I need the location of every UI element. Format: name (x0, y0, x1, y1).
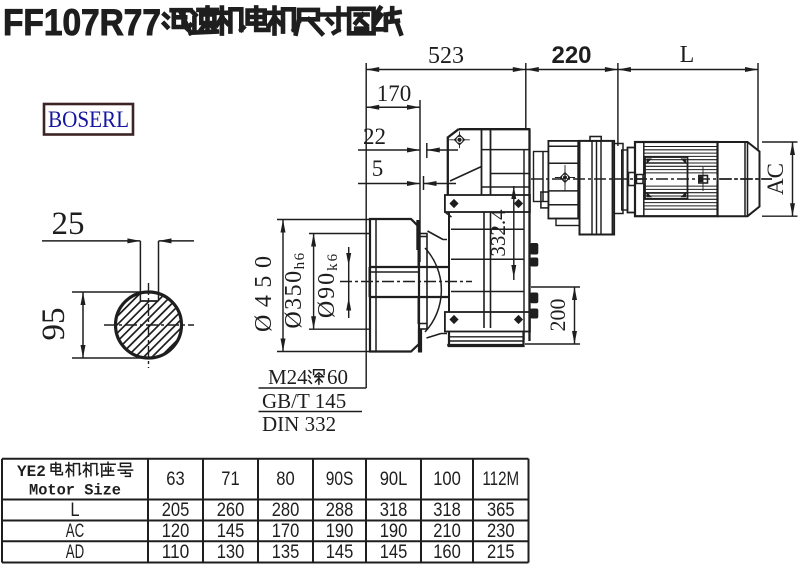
svg-text:5: 5 (372, 156, 384, 181)
svg-text:AC: AC (66, 521, 84, 542)
svg-text:523: 523 (428, 43, 464, 69)
svg-text:25: 25 (52, 206, 85, 242)
svg-text:M24: M24 (268, 365, 308, 389)
svg-text:Motor Size: Motor Size (29, 482, 121, 500)
svg-text:318: 318 (380, 500, 408, 521)
svg-text:145: 145 (217, 521, 245, 542)
svg-text:170: 170 (272, 521, 300, 542)
svg-text:190: 190 (326, 521, 354, 542)
svg-text:BOSERL: BOSERL (48, 107, 129, 132)
svg-text:80: 80 (276, 469, 294, 490)
svg-text:220: 220 (551, 42, 591, 69)
svg-text:AC: AC (763, 163, 788, 195)
svg-text:170: 170 (377, 81, 412, 106)
svg-text:60: 60 (327, 365, 348, 389)
svg-text:L: L (680, 42, 695, 68)
svg-text:190: 190 (380, 521, 408, 542)
svg-text:260: 260 (217, 500, 245, 521)
svg-text:135: 135 (272, 542, 300, 563)
svg-text:120: 120 (162, 521, 190, 542)
svg-text:205: 205 (162, 500, 190, 521)
svg-text:215: 215 (487, 542, 515, 563)
svg-text:90L: 90L (380, 469, 408, 490)
svg-text:130: 130 (217, 542, 245, 563)
svg-text:145: 145 (380, 542, 408, 563)
svg-text:230: 230 (487, 521, 515, 542)
svg-text:22: 22 (363, 124, 386, 149)
svg-text:210: 210 (433, 521, 461, 542)
svg-text:100: 100 (433, 469, 461, 490)
svg-text:FF107R77: FF107R77 (3, 2, 161, 43)
svg-text:365: 365 (487, 500, 515, 521)
svg-text:L: L (70, 500, 79, 521)
svg-text:DIN 332: DIN 332 (262, 412, 336, 436)
svg-text:90S: 90S (326, 469, 354, 490)
svg-text:145: 145 (326, 542, 354, 563)
svg-text:GB/T 145: GB/T 145 (262, 389, 346, 413)
svg-text:332.4: 332.4 (486, 209, 510, 257)
svg-text:160: 160 (433, 542, 461, 563)
svg-text:71: 71 (221, 469, 239, 490)
svg-text:YE2: YE2 (17, 463, 46, 481)
svg-text:110: 110 (162, 542, 190, 563)
svg-text:AD: AD (66, 542, 84, 563)
svg-text:112M: 112M (482, 469, 519, 490)
svg-text:318: 318 (433, 500, 461, 521)
svg-text:200: 200 (545, 299, 570, 332)
svg-text:288: 288 (326, 500, 354, 521)
svg-text:95: 95 (36, 308, 72, 341)
svg-text:280: 280 (272, 500, 300, 521)
svg-text:63: 63 (166, 469, 184, 490)
